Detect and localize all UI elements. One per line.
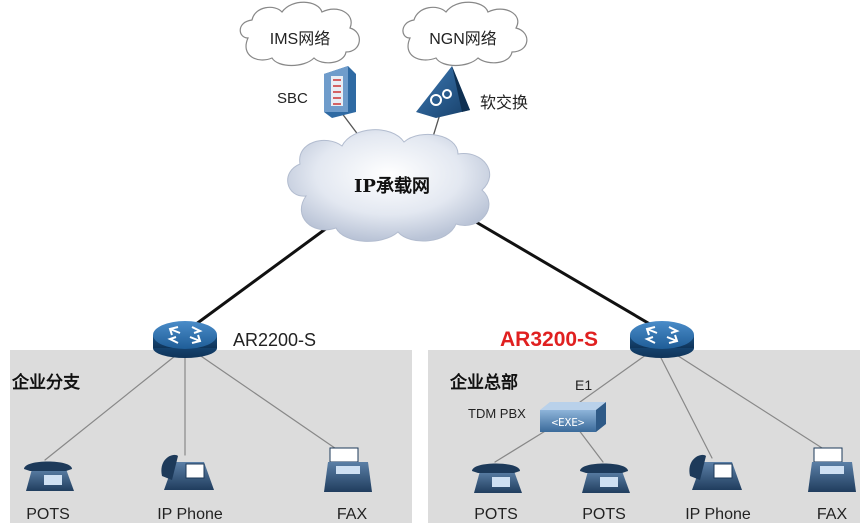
fax-icon xyxy=(324,447,372,492)
phone-icon xyxy=(472,463,522,493)
ip-core-cloud xyxy=(287,129,491,242)
link-ar2200-fax xyxy=(194,351,346,456)
hq-terminal-label: POTS xyxy=(582,506,626,523)
hq-terminal-label: IP Phone xyxy=(685,506,751,523)
hq-terminal-label: FAX xyxy=(817,506,848,523)
branch-terminal-label: FAX xyxy=(337,506,368,523)
link-ar3200-fax xyxy=(671,351,834,456)
router-ar2200-label: AR2200-S xyxy=(233,330,316,350)
hq-site-label: 企业总部 xyxy=(449,372,518,393)
router-ar2200-icon xyxy=(153,321,217,358)
softswitch-icon xyxy=(416,66,470,118)
hq-terminal-label: POTS xyxy=(474,506,518,523)
link-core-ar3200 xyxy=(474,220,662,332)
hq-site-area xyxy=(428,350,860,523)
links xyxy=(44,107,834,463)
ngn-cloud xyxy=(402,1,528,67)
branch-site-area xyxy=(10,350,412,523)
branch-site-label: 企业分支 xyxy=(11,372,81,393)
phone-icon xyxy=(24,461,74,491)
link-ar3200-pbx xyxy=(579,351,651,403)
sbc-label: SBC xyxy=(277,90,308,107)
pbx-link-label: E1 xyxy=(575,377,592,393)
link-ar2200-pots xyxy=(44,351,181,461)
branch-terminal-label: POTS xyxy=(26,506,70,523)
phone-icon xyxy=(580,463,630,493)
ngn-cloud-label: NGN网络 xyxy=(429,29,497,48)
fax-icon xyxy=(808,447,856,492)
pbx-box-text: <EXE> xyxy=(551,416,584,429)
link-core-ar2200 xyxy=(186,220,337,332)
ip-core-cloud-label: IP承载网 xyxy=(354,175,430,197)
softswitch-label: 软交换 xyxy=(480,94,528,112)
router-ar3200-label: AR3200-S xyxy=(500,328,598,351)
ims-cloud xyxy=(239,1,360,67)
ip-phone-icon xyxy=(689,454,742,490)
branch-terminal-label: IP Phone xyxy=(157,506,223,523)
pbx-icon: <EXE> xyxy=(540,402,606,432)
ims-cloud-label: IMS网络 xyxy=(270,29,330,48)
sbc-icon xyxy=(324,66,356,118)
link-ar3200-ipphone xyxy=(659,355,713,459)
router-ar3200-icon xyxy=(630,321,694,358)
ip-phone-icon xyxy=(161,454,214,490)
pbx-label: TDM PBX xyxy=(468,406,526,421)
